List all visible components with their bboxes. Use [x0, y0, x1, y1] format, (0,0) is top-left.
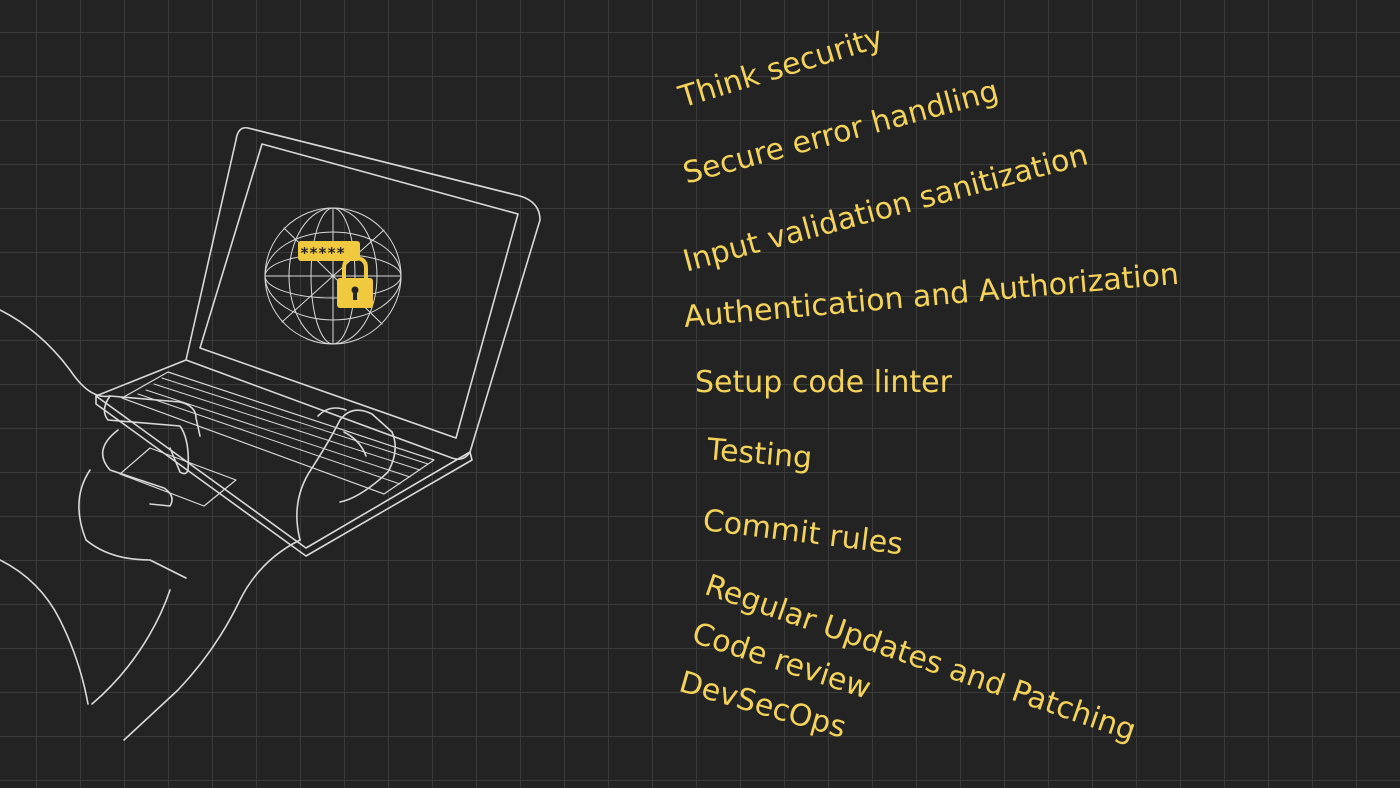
hands-icon [0, 309, 396, 741]
tip-authentication: Authentication and Authorization [682, 256, 1181, 335]
password-mask: ***** [300, 244, 345, 262]
padlock-icon [337, 256, 373, 308]
laptop-icon [95, 126, 541, 557]
tip-commit-rules: Commit rules [700, 503, 905, 563]
globe-icon [264, 207, 402, 345]
tip-code-linter: Setup code linter [695, 365, 952, 400]
tip-testing: Testing [705, 432, 814, 477]
laptop-illustration: ***** [0, 126, 541, 741]
password-field-icon: ***** [298, 241, 360, 262]
tip-think-security: Think security [674, 19, 888, 116]
